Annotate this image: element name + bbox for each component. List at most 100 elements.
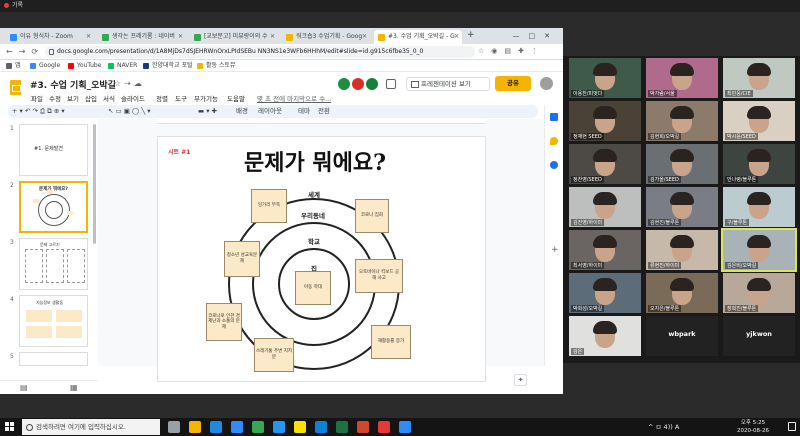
acrobat-icon[interactable]	[378, 421, 390, 433]
store-icon[interactable]	[210, 421, 222, 433]
video-tile[interactable]: 김은비/오박길	[721, 228, 797, 272]
bookmark-naver[interactable]: NAVER	[108, 60, 137, 72]
menu-edit[interactable]: 수정	[49, 95, 61, 103]
toolbar-basic-icons[interactable]: + ▾ ↶ ↷ ⎙ ⧉ ⊕ ▾	[12, 107, 65, 115]
lock-icon[interactable]	[49, 49, 54, 55]
video-tile[interactable]: 박가람/서울	[646, 58, 718, 98]
chrome-icon[interactable]	[252, 421, 264, 433]
navigation-icons[interactable]: ←→⟳	[6, 47, 45, 56]
edge-icon[interactable]	[315, 421, 327, 433]
menu-format[interactable]: 서식	[103, 95, 115, 103]
powerpoint-icon[interactable]	[357, 421, 369, 433]
tasks-icon[interactable]	[550, 161, 558, 169]
menu-view[interactable]: 보기	[67, 95, 79, 103]
video-tile[interactable]: 박희성/오박길	[569, 273, 641, 313]
close-icon[interactable]: ✕	[361, 33, 367, 40]
sticky-note[interactable]: 쓰레기통 주변 지저분	[254, 338, 294, 372]
video-tile[interactable]: 김현진/블루톤	[646, 187, 718, 227]
video-tile[interactable]: 정재현 SEED	[569, 101, 641, 141]
browser-tab-2[interactable]: [교보문고] 미뷰랑이의 수✕	[190, 30, 278, 44]
add-addon-icon[interactable]: +	[551, 245, 559, 255]
system-tray[interactable]: ^ ㅁ 4)) A	[648, 423, 680, 431]
calendar-icon[interactable]	[550, 113, 558, 121]
video-tile[interactable]: 김현희/오박길	[646, 101, 718, 141]
sticky-note[interactable]: 오토바이나 킥보드 공해 사고	[355, 259, 403, 293]
close-icon[interactable]: ✕	[269, 33, 275, 40]
bookmark-google[interactable]: Google	[30, 60, 60, 72]
slide-canvas[interactable]: 시트 #1 문제가 뭐에요? 세계 우리동네 학교 집 잉가리 부족 코로나 집…	[157, 136, 486, 382]
menu-addons[interactable]: 부가기능	[194, 95, 218, 103]
windows-start-icon[interactable]	[5, 422, 14, 431]
slide-thumbnail-2[interactable]: 문제가 뭐에요?	[19, 181, 88, 233]
browser-tab-1[interactable]: 생각는 프레기롬 : 네이버✕	[98, 30, 186, 44]
close-icon[interactable]: ✕	[177, 33, 183, 40]
sticky-note[interactable]: 코로나 집회	[355, 199, 389, 233]
clock[interactable]: 오후 5:25 2020-08-26	[737, 419, 769, 435]
close-icon[interactable]: ✕	[85, 33, 91, 40]
video-tile[interactable]: 최서영/하이미	[569, 230, 641, 270]
bookmark-apps[interactable]: 앱	[6, 60, 21, 72]
zoom-icon[interactable]	[231, 421, 243, 433]
kakao-icon[interactable]	[294, 421, 306, 433]
toolbar-misc-icons[interactable]: ▬ ▾ ✚	[198, 107, 217, 115]
browser-tab-0[interactable]: 이유 형식차 - Zoom✕	[6, 30, 94, 44]
slide-thumbnail-5[interactable]	[19, 352, 88, 366]
bookmark-youtube[interactable]: YouTube	[68, 60, 101, 72]
task-view-icon[interactable]	[168, 421, 180, 433]
sticky-note[interactable]: 아동 학대	[295, 271, 331, 305]
notification-icon[interactable]	[788, 422, 796, 431]
taskbar-search-input[interactable]: 검색하려면 여기에 입력하십시오.	[22, 419, 160, 435]
menu-arrange[interactable]: 정렬	[156, 95, 168, 103]
video-tile[interactable]: 오지은/블루톤	[646, 273, 718, 313]
excel-icon[interactable]	[336, 421, 348, 433]
video-tile[interactable]: wbpark	[646, 316, 718, 356]
video-tile[interactable]: 정찬영/SEED	[569, 144, 641, 184]
sticky-note[interactable]: 청소년 성교육문제	[224, 241, 260, 277]
toolbar-theme[interactable]: 테마	[298, 107, 310, 115]
toolbar-transition[interactable]: 전환	[318, 107, 330, 115]
video-tile[interactable]: 김은	[569, 316, 641, 356]
video-tile[interactable]: 구/블루톤	[723, 187, 795, 227]
slides-logo-icon[interactable]	[10, 80, 21, 95]
document-title[interactable]: #3. 수업 기획_오박길	[30, 81, 116, 91]
collaborator-avatar[interactable]	[338, 78, 350, 90]
bookmark-activity[interactable]: 활동 스토뮤	[197, 60, 236, 72]
collaborator-avatar[interactable]	[366, 78, 378, 90]
slide-thumbnail-4[interactable]: 지능정보 생활돕	[19, 295, 88, 347]
comment-icon[interactable]	[386, 79, 396, 89]
user-avatar[interactable]	[540, 77, 553, 90]
browser-tab-4[interactable]: #3. 수업 기획_오박길 - G✕	[374, 30, 462, 44]
share-button[interactable]: 공유	[495, 76, 531, 91]
zoom-meeting-icon[interactable]	[399, 421, 411, 433]
present-button[interactable]: 프레젠테이션 보기	[406, 77, 490, 91]
toolbar-background[interactable]: 배경	[236, 107, 248, 115]
menu-tools[interactable]: 도구	[175, 95, 187, 103]
slide-thumbnail-3[interactable]: 문제 고르기	[19, 238, 88, 290]
sticky-note[interactable]: 코로나로 인한 경제난과 소통의 문제	[206, 303, 242, 341]
explore-icon[interactable]: ✦	[514, 374, 527, 386]
filmstrip-view-icon[interactable]: ▦	[70, 383, 78, 392]
video-tile[interactable]: 최민웅/CIE	[723, 58, 795, 98]
slide-title[interactable]: 문제가 뭐에요?	[244, 150, 386, 176]
grid-view-icon[interactable]: ▤	[20, 383, 28, 392]
menu-insert[interactable]: 삽입	[85, 95, 97, 103]
menu-help[interactable]: 도움말	[227, 95, 245, 103]
last-edit-link[interactable]: 몇 초 전에 마지막으로 수...	[257, 95, 332, 103]
sticky-note[interactable]: 잉가리 부족	[251, 189, 287, 223]
sticky-note[interactable]: 재활용률 증가	[371, 325, 411, 359]
video-tile[interactable]: 장희진/블루톤	[723, 273, 795, 313]
slide-thumbnail-1[interactable]: #1. 문제발견	[19, 124, 88, 176]
url-input[interactable]: docs.google.com/presentation/d/1A8MjDs7d…	[45, 46, 475, 58]
new-tab-button[interactable]: +	[467, 30, 475, 40]
extension-icons[interactable]: ☆◉▤✚⋮	[478, 47, 545, 55]
video-tile[interactable]: 김가을/SEED	[646, 144, 718, 184]
keep-icon[interactable]	[550, 137, 558, 145]
video-tile[interactable]: 김진영/하이미	[569, 187, 641, 227]
video-tile[interactable]: 안나령/블루톤	[723, 144, 795, 184]
video-tile[interactable]: 류현진/하이미	[646, 230, 718, 270]
menu-file[interactable]: 파일	[31, 95, 43, 103]
menu-slide[interactable]: 슬라이드	[121, 95, 145, 103]
bookmark-hanyang-portal[interactable]: 한양대학교 포털	[143, 60, 193, 72]
file-explorer-icon[interactable]	[189, 421, 201, 433]
collaborator-avatar[interactable]	[352, 78, 364, 90]
